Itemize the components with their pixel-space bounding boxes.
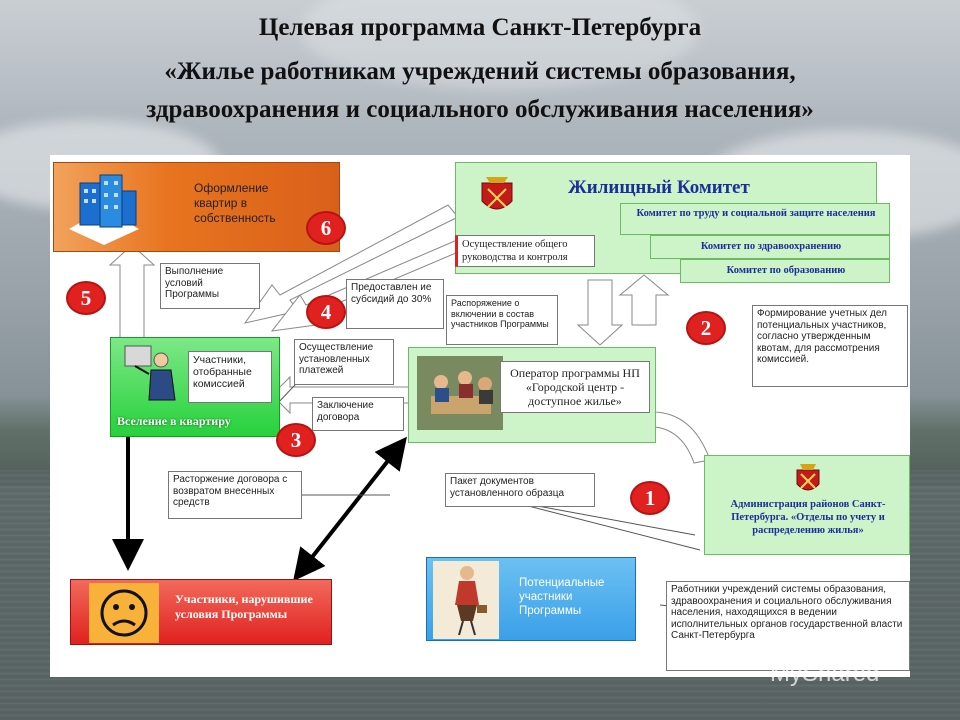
node-committee-education: Комитет по образованию	[680, 259, 890, 283]
committee-education-label: Комитет по образованию	[681, 265, 891, 276]
node-ownership: Оформление квартир в собственность	[53, 162, 340, 252]
callout-payments: Осуществление установленных платежей	[294, 339, 394, 385]
step-badge-5: 5	[66, 281, 106, 315]
step-badge-6: 6	[306, 211, 346, 245]
step-badge-3: 3	[276, 423, 316, 457]
district-admin-label: Администрация районов Санкт-Петербурга. …	[715, 498, 901, 537]
callout-documents: Пакет документов установленного образца	[445, 473, 595, 507]
presenter-icon	[119, 342, 189, 410]
callout-general-control: Осуществление общего руководства и контр…	[455, 235, 595, 267]
step-badge-2: 2	[686, 311, 726, 345]
callout-operator: Оператор программы НП «Городской центр -…	[500, 361, 650, 413]
callout-selected-participants: Участники, отобранные комиссией	[188, 351, 272, 403]
step-badge-4: 4	[306, 295, 346, 329]
title-line-3: здравоохранения и социального обслуживан…	[0, 96, 960, 124]
callout-contract: Заключение договора	[312, 397, 404, 431]
person-icon	[433, 561, 499, 639]
callout-subsidies: Предоставлен ие субсидий до 30%	[346, 279, 444, 329]
meeting-photo-icon	[417, 356, 503, 430]
title-line-2: «Жилье работникам учреждений системы обр…	[0, 58, 960, 86]
buildings-icon	[64, 169, 144, 245]
coat-of-arms-icon	[791, 460, 825, 498]
callout-inclusion-order: Распоряжение о включении в состав участн…	[446, 295, 558, 345]
settlement-label: Вселение в квартиру	[117, 414, 277, 429]
coat-of-arms-icon	[472, 169, 522, 221]
angry-face-icon	[89, 583, 159, 643]
committee-labor-label: Комитет по труду и социальной защите нас…	[621, 207, 891, 220]
node-potential-participants: Потенциальные участники Программы	[426, 557, 636, 641]
housing-committee-label: Жилищный Комитет	[568, 177, 750, 199]
diagram-panel: Оформление квартир в собственность Жилищ…	[50, 155, 910, 677]
node-district-admin: Администрация районов Санкт-Петербурга. …	[704, 455, 910, 555]
callout-workers: Работники учреждений системы образования…	[666, 581, 910, 671]
title-line-1: Целевая программа Санкт-Петербурга	[0, 14, 960, 42]
node-committee-labor: Комитет по труду и социальной защите нас…	[620, 203, 890, 235]
step-badge-1: 1	[630, 481, 670, 515]
node-violators: Участники, нарушившие условия Программы	[70, 579, 332, 645]
node-committee-health: Комитет по здравоохранению	[650, 235, 890, 259]
callout-fulfillment: Выполнение условий Программы	[160, 263, 260, 309]
callout-termination: Расторжение договора с возвратом внесенн…	[168, 471, 302, 519]
callout-formation: Формирование учетных дел потенциальных у…	[752, 305, 908, 387]
violators-label: Участники, нарушившие условия Программы	[175, 592, 325, 622]
committee-health-label: Комитет по здравоохранению	[651, 241, 891, 252]
ownership-label: Оформление квартир в собственность	[194, 181, 314, 226]
watermark: MyShared	[770, 660, 879, 688]
potential-participants-label: Потенциальные участники Программы	[519, 576, 631, 618]
